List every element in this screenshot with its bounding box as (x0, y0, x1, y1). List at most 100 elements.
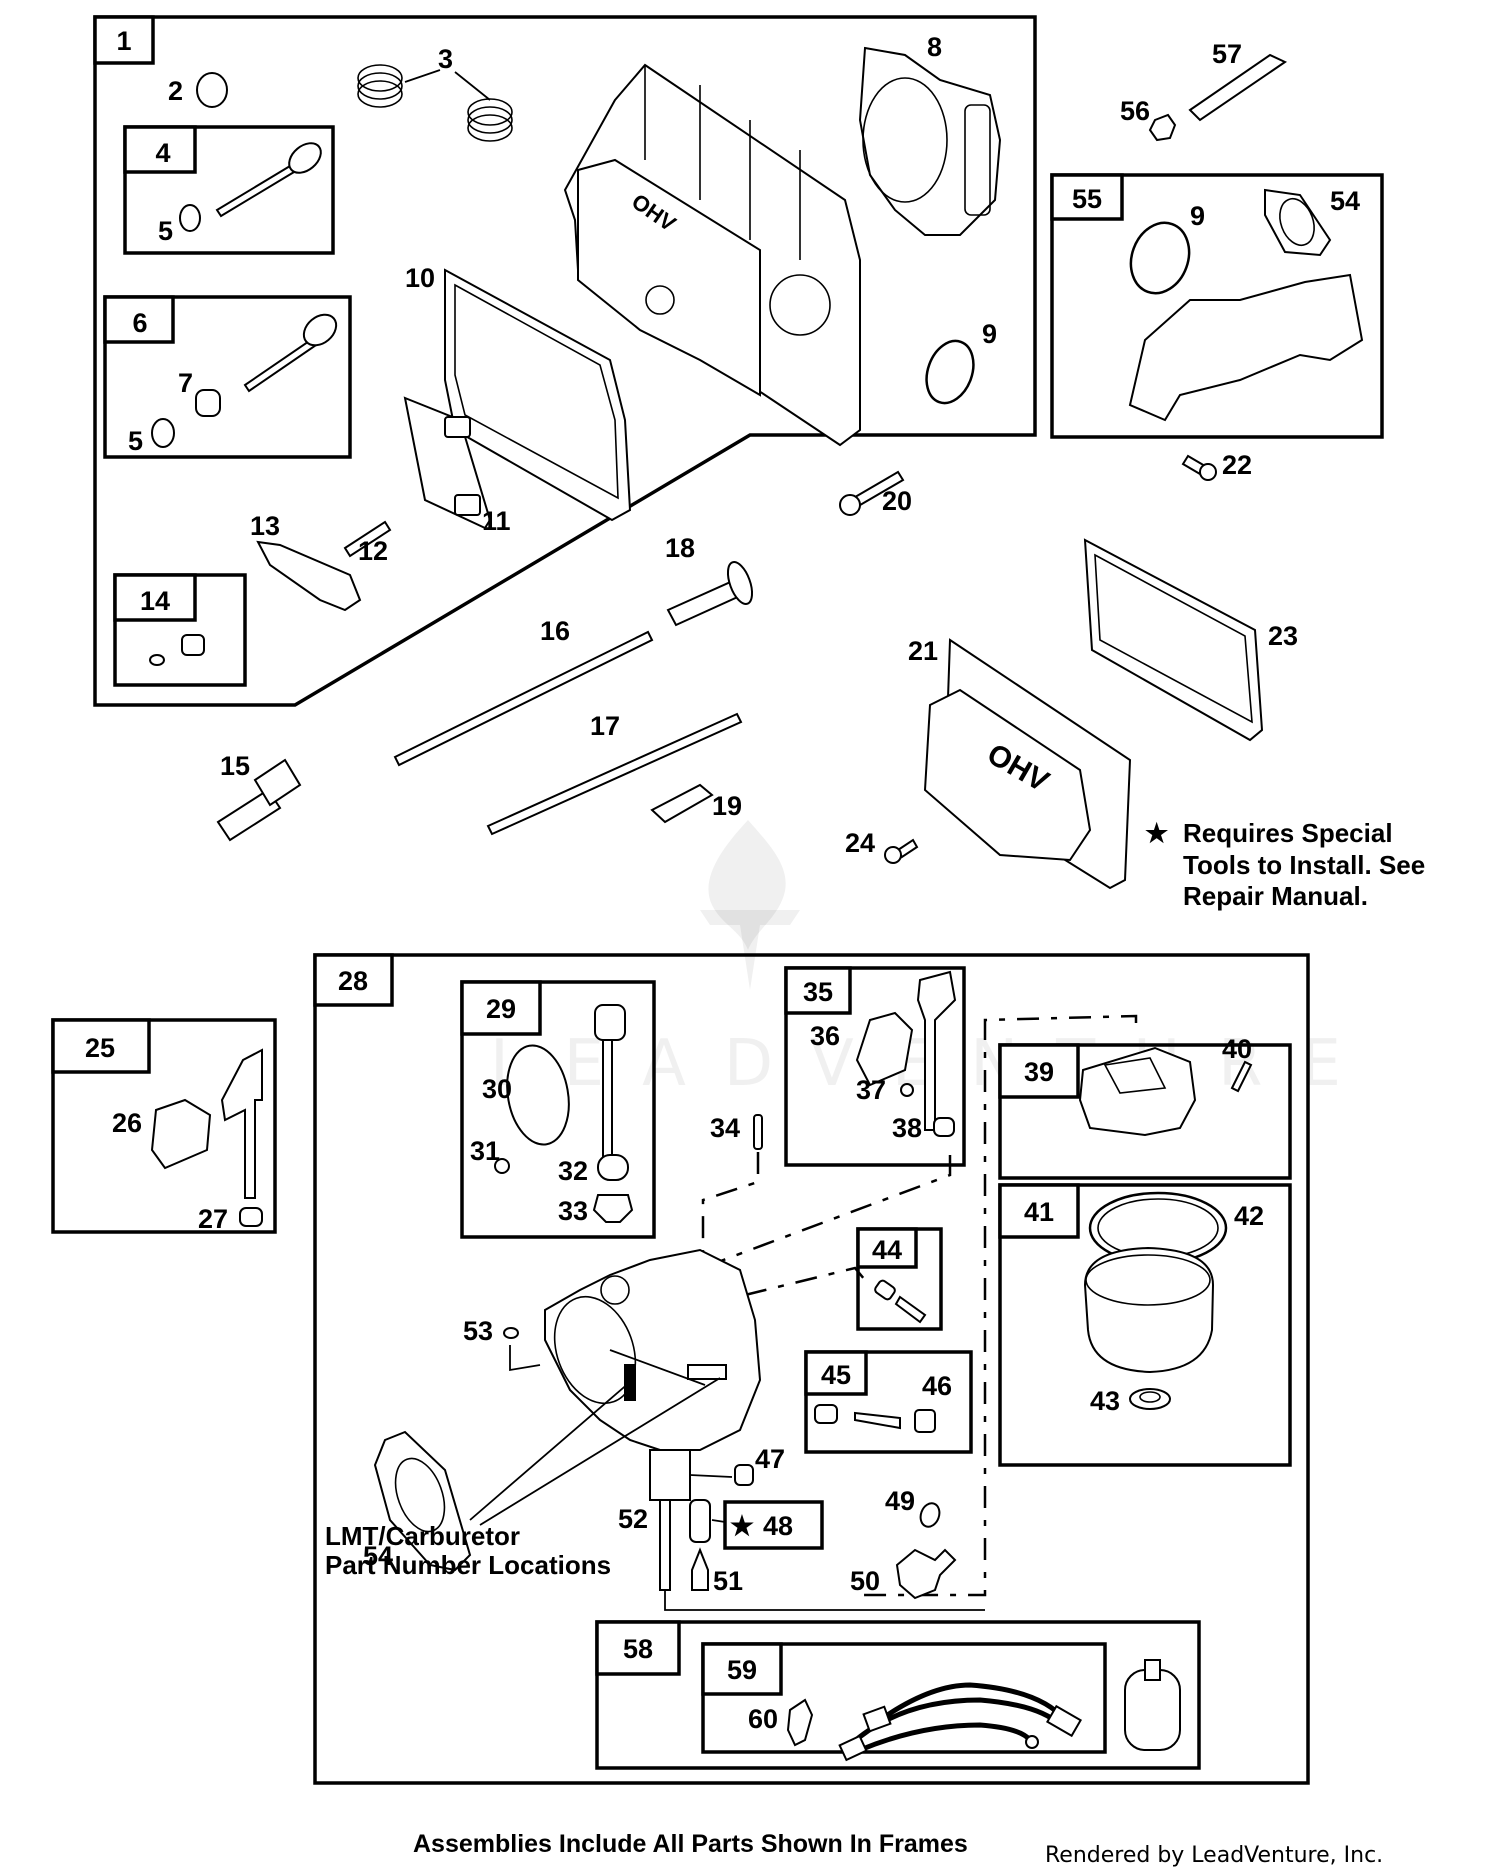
part-15-tappet[interactable] (216, 758, 302, 842)
part-46-limiter-cap[interactable] (914, 1409, 936, 1433)
frame-28-carburetor-assembly[interactable]: 28 29 30 31 32 33 35 36 37 (313, 953, 1310, 1785)
part-5-valve-keeper-b[interactable] (151, 418, 175, 448)
frame-6-border (103, 295, 352, 459)
part-5-valve-keeper[interactable] (179, 204, 201, 232)
part-47-jet[interactable] (734, 1464, 754, 1486)
part-19-breather-valve[interactable] (650, 783, 714, 824)
frame-4-number: 4 (155, 138, 170, 168)
part-54-gasket-a[interactable] (1264, 188, 1332, 257)
callout-13: 13 (250, 511, 280, 541)
part-21-valve-cover[interactable]: OHV (923, 638, 1132, 890)
part-29-shaft (602, 1029, 613, 1171)
callout-38: 38 (892, 1113, 922, 1143)
frame-35-label-box (784, 966, 852, 1015)
frame-58-solenoid-kit[interactable]: 58 59 60 (595, 1620, 1201, 1770)
frame-35-choke-shaft-kit[interactable]: 35 36 37 38 (784, 966, 966, 1167)
part-53-plug[interactable] (503, 1327, 519, 1339)
part-7-valve-seal[interactable] (195, 389, 221, 417)
part-3-valve-springs[interactable] (357, 64, 513, 142)
frame-6-intake-valve-kit[interactable]: 6 7 5 (103, 295, 352, 459)
part-33-bushing[interactable] (592, 1194, 634, 1223)
frame-39-border (998, 1043, 1292, 1180)
part-24-screw[interactable] (884, 838, 919, 864)
part-9-o-ring-b[interactable] (1121, 215, 1198, 302)
part-11-breather-plate[interactable] (403, 396, 492, 530)
frame-14-label-box (113, 573, 197, 622)
part-2-valve-cap[interactable] (196, 72, 228, 108)
part-57-fitting[interactable] (1188, 53, 1288, 122)
part-22-screw[interactable] (1181, 454, 1217, 481)
frame-14-rocker-adjust-kit[interactable]: 14 (113, 573, 247, 687)
callout-18: 18 (665, 533, 695, 563)
callout-7: 7 (178, 368, 193, 398)
callout-50: 50 (850, 1566, 880, 1596)
part-26-plate[interactable] (150, 1098, 212, 1170)
part-56-nut[interactable] (1148, 113, 1177, 142)
frame-29-throttle-shaft-kit[interactable]: 29 30 31 32 33 (460, 980, 656, 1239)
part-17-push-rod[interactable] (486, 712, 743, 836)
frame-29-number: 29 (486, 994, 516, 1024)
part-13-rocker-arm[interactable] (256, 540, 362, 612)
callout-57: 57 (1212, 39, 1242, 69)
frame-41-float-bowl-kit[interactable]: 41 42 43 (998, 1183, 1292, 1467)
callout-51: 51 (713, 1566, 743, 1596)
part-52-main-jet[interactable] (659, 1499, 671, 1591)
part-18-valve-guide[interactable] (666, 559, 757, 627)
part-36-choke-plate[interactable] (855, 1011, 914, 1087)
part-23-valve-cover-gasket[interactable] (1083, 538, 1264, 742)
carburetor-body[interactable] (540, 1248, 762, 1501)
part-27-spring[interactable] (239, 1207, 263, 1227)
part-number-label-location (687, 1364, 727, 1380)
frame-58-label-box (595, 1620, 681, 1676)
part-20-head-bolt[interactable] (839, 470, 905, 516)
frame-1-cylinder-head-assembly[interactable]: 1 2 3 4 5 6 (93, 15, 1037, 707)
frame-48-number: 48 (763, 1511, 793, 1541)
part-54-gasket-b[interactable] (373, 1430, 472, 1572)
part-10-valve-cover-gasket[interactable] (444, 268, 632, 522)
frame-39-label-box (998, 1043, 1080, 1099)
part-16-push-rod[interactable] (393, 630, 654, 767)
frame-45-mixture-screw-kit[interactable]: 45 46 (804, 1350, 973, 1454)
part-40-hinge-pin[interactable] (1230, 1060, 1253, 1093)
star-icon: ★ (1145, 818, 1169, 848)
callout-53: 53 (463, 1316, 493, 1346)
frame-55-border (1050, 173, 1384, 439)
frame-48-border (723, 1500, 824, 1550)
frame-4-exhaust-valve-kit[interactable]: 4 5 (123, 125, 335, 255)
callout-54-b: 54 (363, 1541, 393, 1571)
part-32-seal[interactable] (597, 1154, 629, 1181)
leader-52 (664, 1590, 985, 1611)
frame-59-label-box (701, 1642, 783, 1696)
part-9-o-ring[interactable] (918, 334, 981, 409)
part-51-needle[interactable] (691, 1547, 709, 1591)
frame-48-seat-kit[interactable]: ★ 48 (723, 1500, 824, 1550)
part-49-washer[interactable] (917, 1501, 942, 1530)
cylinder-head[interactable]: OHV (563, 63, 861, 447)
frame-44-idle-screw-kit[interactable]: 44 (856, 1227, 943, 1331)
callout-56: 56 (1120, 96, 1150, 126)
part-48-seat[interactable] (689, 1499, 711, 1543)
callout-21: 21 (908, 636, 938, 666)
part-55-intake-manifold[interactable] (1128, 273, 1364, 422)
frame-4-border (123, 125, 335, 255)
part-12-rocker-stud[interactable] (343, 520, 392, 558)
part-60-connector-clip[interactable] (786, 1698, 814, 1747)
part-37-screw[interactable] (900, 1083, 914, 1097)
frame-44-label-box (856, 1227, 918, 1269)
lmt-line-1: LMT/Carburetor (325, 1521, 520, 1551)
frame-59-wire-harness-kit[interactable]: 59 60 (701, 1642, 1107, 1762)
frame-25-throttle-kit[interactable]: 25 26 27 (51, 1018, 277, 1234)
callout-5-a: 5 (158, 216, 173, 246)
lmt-part-number-note: LMT/Carburetor Part Number Locations (325, 1377, 721, 1580)
part-34-spring[interactable] (753, 1114, 763, 1150)
frame-35-number: 35 (803, 977, 833, 1007)
part-38-spring[interactable] (933, 1117, 955, 1137)
part-31-screw[interactable] (494, 1158, 510, 1174)
frame-28-number: 28 (338, 966, 368, 996)
part-50-elbow-fitting[interactable] (895, 1548, 957, 1600)
part-8-head-gasket[interactable] (858, 46, 1002, 236)
frame-55-intake-manifold-kit[interactable]: 55 9 54 (1050, 173, 1384, 439)
part-30-throttle-plate[interactable] (500, 1041, 576, 1150)
frame-39-float-kit[interactable]: 39 40 (998, 1034, 1292, 1180)
part-43-washer[interactable] (1129, 1388, 1171, 1410)
